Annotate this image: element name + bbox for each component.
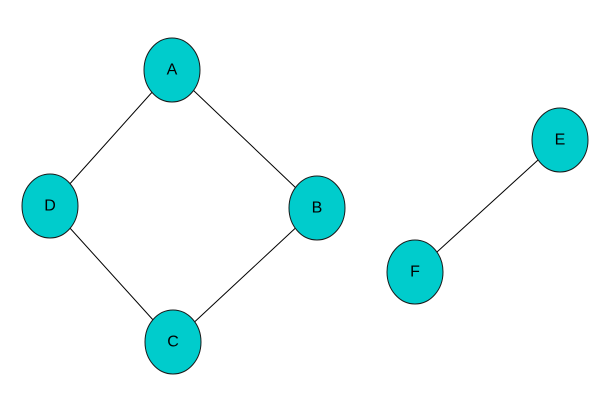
edge-b-c bbox=[172, 207, 318, 343]
node-label-e: E bbox=[555, 132, 566, 149]
node-circle-b bbox=[288, 175, 346, 241]
node-label-a: A bbox=[167, 62, 178, 79]
node-e: E bbox=[531, 107, 589, 173]
node-label-f: F bbox=[410, 264, 420, 281]
node-b: B bbox=[288, 175, 346, 241]
node-circle-e bbox=[531, 107, 589, 173]
node-label-c: C bbox=[167, 334, 179, 351]
node-label-b: B bbox=[312, 200, 323, 217]
node-label-d: D bbox=[44, 198, 56, 215]
node-circle-a bbox=[143, 37, 201, 103]
edge-e-f bbox=[414, 139, 561, 273]
node-c: C bbox=[144, 309, 202, 375]
edge-c-d bbox=[49, 205, 174, 343]
edge-a-b bbox=[171, 69, 318, 209]
nodes-layer: A B C D E F bbox=[21, 37, 589, 375]
node-circle-d bbox=[21, 173, 79, 239]
node-circle-f bbox=[386, 239, 444, 305]
node-circle-c bbox=[144, 309, 202, 375]
node-f: F bbox=[386, 239, 444, 305]
node-d: D bbox=[21, 173, 79, 239]
node-a: A bbox=[143, 37, 201, 103]
